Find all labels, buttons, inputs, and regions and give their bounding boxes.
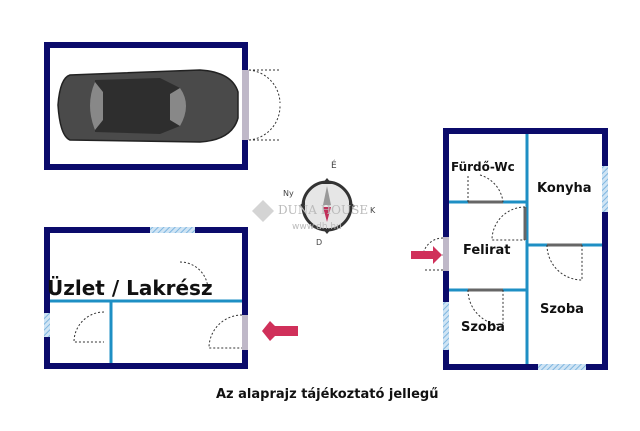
watermark-brand: DUNA HOUSE bbox=[278, 203, 369, 217]
compass-east-label: K bbox=[370, 206, 376, 215]
room-label-small-room: Szoba bbox=[461, 320, 505, 335]
room-label-shop: Üzlet / Lakrész bbox=[47, 276, 213, 300]
room-label-hall: Felirat bbox=[463, 243, 511, 258]
compass-icon bbox=[299, 178, 355, 234]
compass-south-label: D bbox=[316, 238, 323, 247]
room-label-kitchen: Konyha bbox=[537, 181, 592, 196]
disclaimer-caption: Az alaprajz tájékoztató jellegű bbox=[216, 387, 439, 402]
entrance-arrow-icon bbox=[262, 321, 298, 341]
compass-north-label: É bbox=[331, 161, 337, 171]
room-label-large-room: Szoba bbox=[540, 302, 584, 317]
car-icon bbox=[57, 69, 239, 143]
garage bbox=[44, 42, 281, 170]
watermark-logo-icon bbox=[252, 200, 274, 222]
watermark-url: www.dh.hu bbox=[292, 222, 342, 232]
shop-building bbox=[44, 227, 298, 369]
room-label-bath: Fürdő-Wc bbox=[451, 160, 515, 174]
compass-west-label: Ny bbox=[283, 189, 294, 198]
entrance-arrow-icon bbox=[411, 246, 442, 264]
apartment-building bbox=[411, 128, 608, 370]
